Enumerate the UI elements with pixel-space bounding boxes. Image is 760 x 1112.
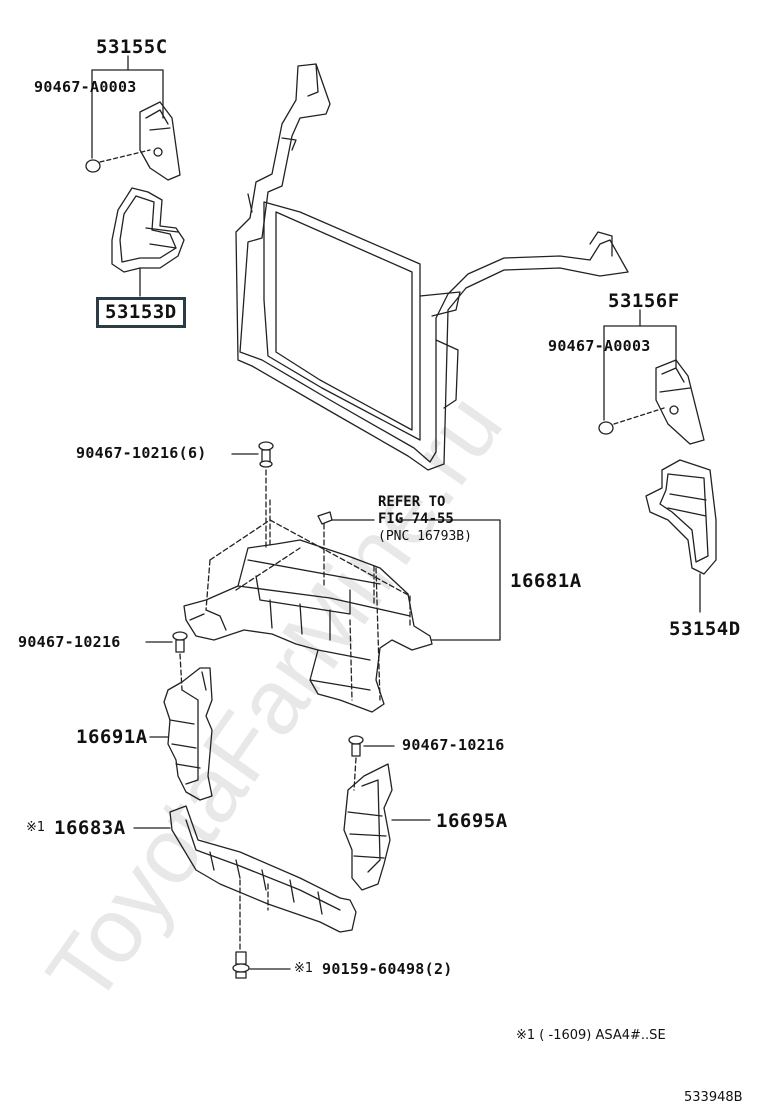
seal-53153d (111, 187, 185, 297)
part-label-16695a[interactable]: 16695A (436, 810, 508, 832)
part-label-90467-10216-6[interactable]: 90467-10216(6) (76, 444, 207, 462)
note-mark-16683a: ※1 (26, 820, 46, 835)
reference-line-3: (PNC 16793B) (378, 529, 472, 544)
part-label-16691a[interactable]: 16691A (76, 726, 148, 748)
reference-line-2: FIG 74-55 (378, 511, 454, 527)
guide-16695a (343, 763, 431, 891)
part-label-90467-10216-left[interactable]: 90467-10216 (18, 633, 121, 651)
bracket-53155c (139, 101, 181, 181)
bracket-53156f (655, 359, 705, 445)
leader-16681a (395, 519, 501, 641)
leader-53156f (603, 309, 677, 425)
clip-90467-a0003-right (598, 421, 614, 435)
part-label-16683a[interactable]: 16683A (54, 817, 126, 839)
part-label-90467-a0003-right[interactable]: 90467-A0003 (548, 337, 651, 355)
clip-90467-a0003-top (85, 159, 101, 173)
note-mark-90159: ※1 (294, 961, 314, 976)
part-label-53156f[interactable]: 53156F (608, 290, 680, 312)
diagram-id: 533948B (684, 1090, 743, 1105)
footnote: ※1 ( -1609) ASA4#..SE (516, 1028, 666, 1043)
reference-note[interactable]: REFER TO FIG 74-55 (PNC 16793B) (378, 494, 472, 545)
part-label-90467-a0003-top[interactable]: 90467-A0003 (34, 78, 137, 96)
duct-16681a (183, 499, 433, 713)
leader-53155c (91, 55, 164, 163)
seal-53154d (645, 459, 717, 613)
part-label-90159-60498[interactable]: 90159-60498(2) (322, 960, 453, 978)
support-16683a (133, 805, 357, 951)
part-label-53153d[interactable]: 53153D (96, 297, 186, 328)
reference-line-1: REFER TO (378, 494, 446, 510)
radiator-support (235, 63, 629, 471)
bolt-90159-60498 (232, 951, 291, 979)
part-label-90467-10216-right[interactable]: 90467-10216 (402, 736, 505, 754)
part-label-53155c[interactable]: 53155C (96, 36, 168, 58)
part-label-16681a[interactable]: 16681A (510, 570, 582, 592)
guide-16691a (149, 667, 213, 801)
part-label-53154d[interactable]: 53154D (669, 618, 741, 640)
clip-90467-10216-6 (231, 441, 274, 549)
clip-90467-10216-left (145, 631, 188, 691)
